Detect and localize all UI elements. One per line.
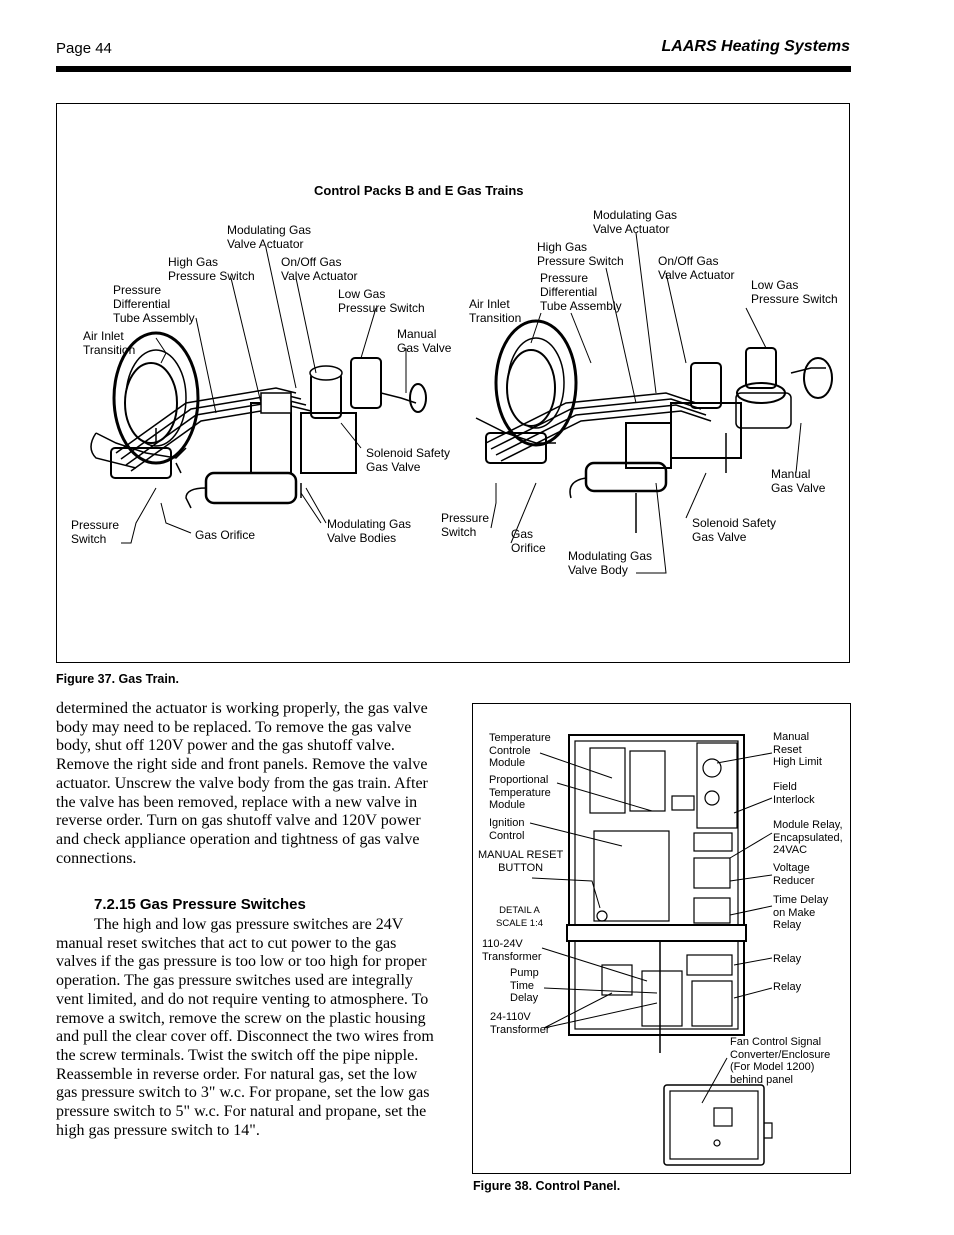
figure-37-title: Control Packs B and E Gas Trains bbox=[314, 183, 524, 198]
section-heading: 7.2.15 Gas Pressure Switches bbox=[94, 896, 306, 913]
label-module-relay: Module Relay,Encapsulated,24VAC bbox=[773, 819, 843, 856]
label-left-gas-orifice: Gas Orifice bbox=[195, 528, 256, 542]
label-relay-2: Relay bbox=[773, 981, 802, 993]
control-panel-illustration bbox=[529, 734, 773, 1166]
body-paragraph-1: determined the actuator is working prope… bbox=[56, 700, 428, 867]
page-number: Page 44 bbox=[56, 40, 112, 57]
figure-37-caption: Figure 37. Gas Train. bbox=[56, 672, 179, 686]
figure-38-caption: Figure 38. Control Panel. bbox=[473, 1179, 621, 1193]
gas-train-illustration bbox=[90, 232, 833, 574]
figure-38-frame bbox=[472, 703, 851, 1174]
body-paragraph-2: The high and low gas pressure switches a… bbox=[56, 916, 434, 1139]
figure-37-frame bbox=[56, 103, 850, 663]
header-rule bbox=[56, 66, 851, 72]
brand-title: LAARS Heating Systems bbox=[661, 38, 851, 55]
label-relay-1: Relay bbox=[773, 953, 802, 965]
